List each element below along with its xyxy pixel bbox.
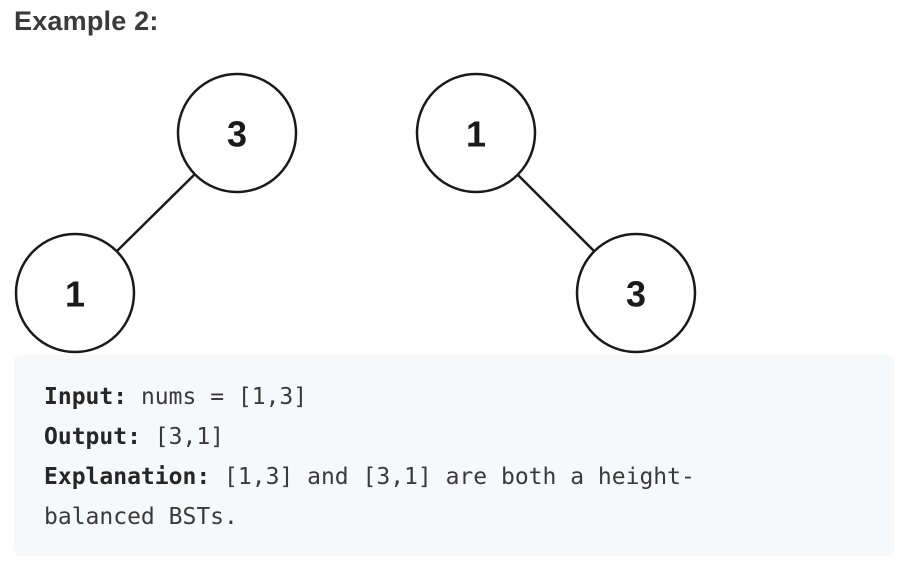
explanation-text-line-1: [1,3] and [3,1] are both a height- [224, 464, 695, 490]
tree-2: 1 3 [415, 72, 697, 354]
tree-1-child-label: 1 [65, 274, 85, 315]
explanation-line: Explanation: [1,3] and [3,1] are both a … [44, 457, 874, 497]
tree-1-root-node: 3 [176, 72, 298, 194]
tree-1-edge [116, 174, 195, 252]
example-heading: Example 2: [14, 6, 159, 36]
output-label: Output: [44, 424, 141, 450]
tree-1-child-node: 1 [14, 232, 136, 354]
explanation-text-line-2: balanced BSTs. [44, 504, 238, 530]
input-line: Input: nums = [1,3] [44, 377, 874, 417]
explanation-continuation-line: balanced BSTs. [44, 497, 874, 537]
tree-2-root-label: 1 [466, 114, 486, 155]
tree-1: 3 1 [14, 72, 298, 354]
tree-2-child-node: 3 [575, 232, 697, 354]
output-value: [3,1] [154, 424, 225, 450]
example-code-block: Input: nums = [1,3] Output: [3,1] Explan… [14, 355, 894, 556]
tree-2-child-label: 3 [626, 274, 646, 315]
input-label: Input: [44, 384, 128, 410]
output-line: Output: [3,1] [44, 417, 874, 457]
tree-2-root-node: 1 [415, 72, 537, 194]
tree-1-root-label: 3 [227, 114, 247, 155]
input-value: nums = [1,3] [140, 384, 308, 410]
tree-2-edge [517, 174, 595, 252]
explanation-label: Explanation: [44, 464, 211, 490]
